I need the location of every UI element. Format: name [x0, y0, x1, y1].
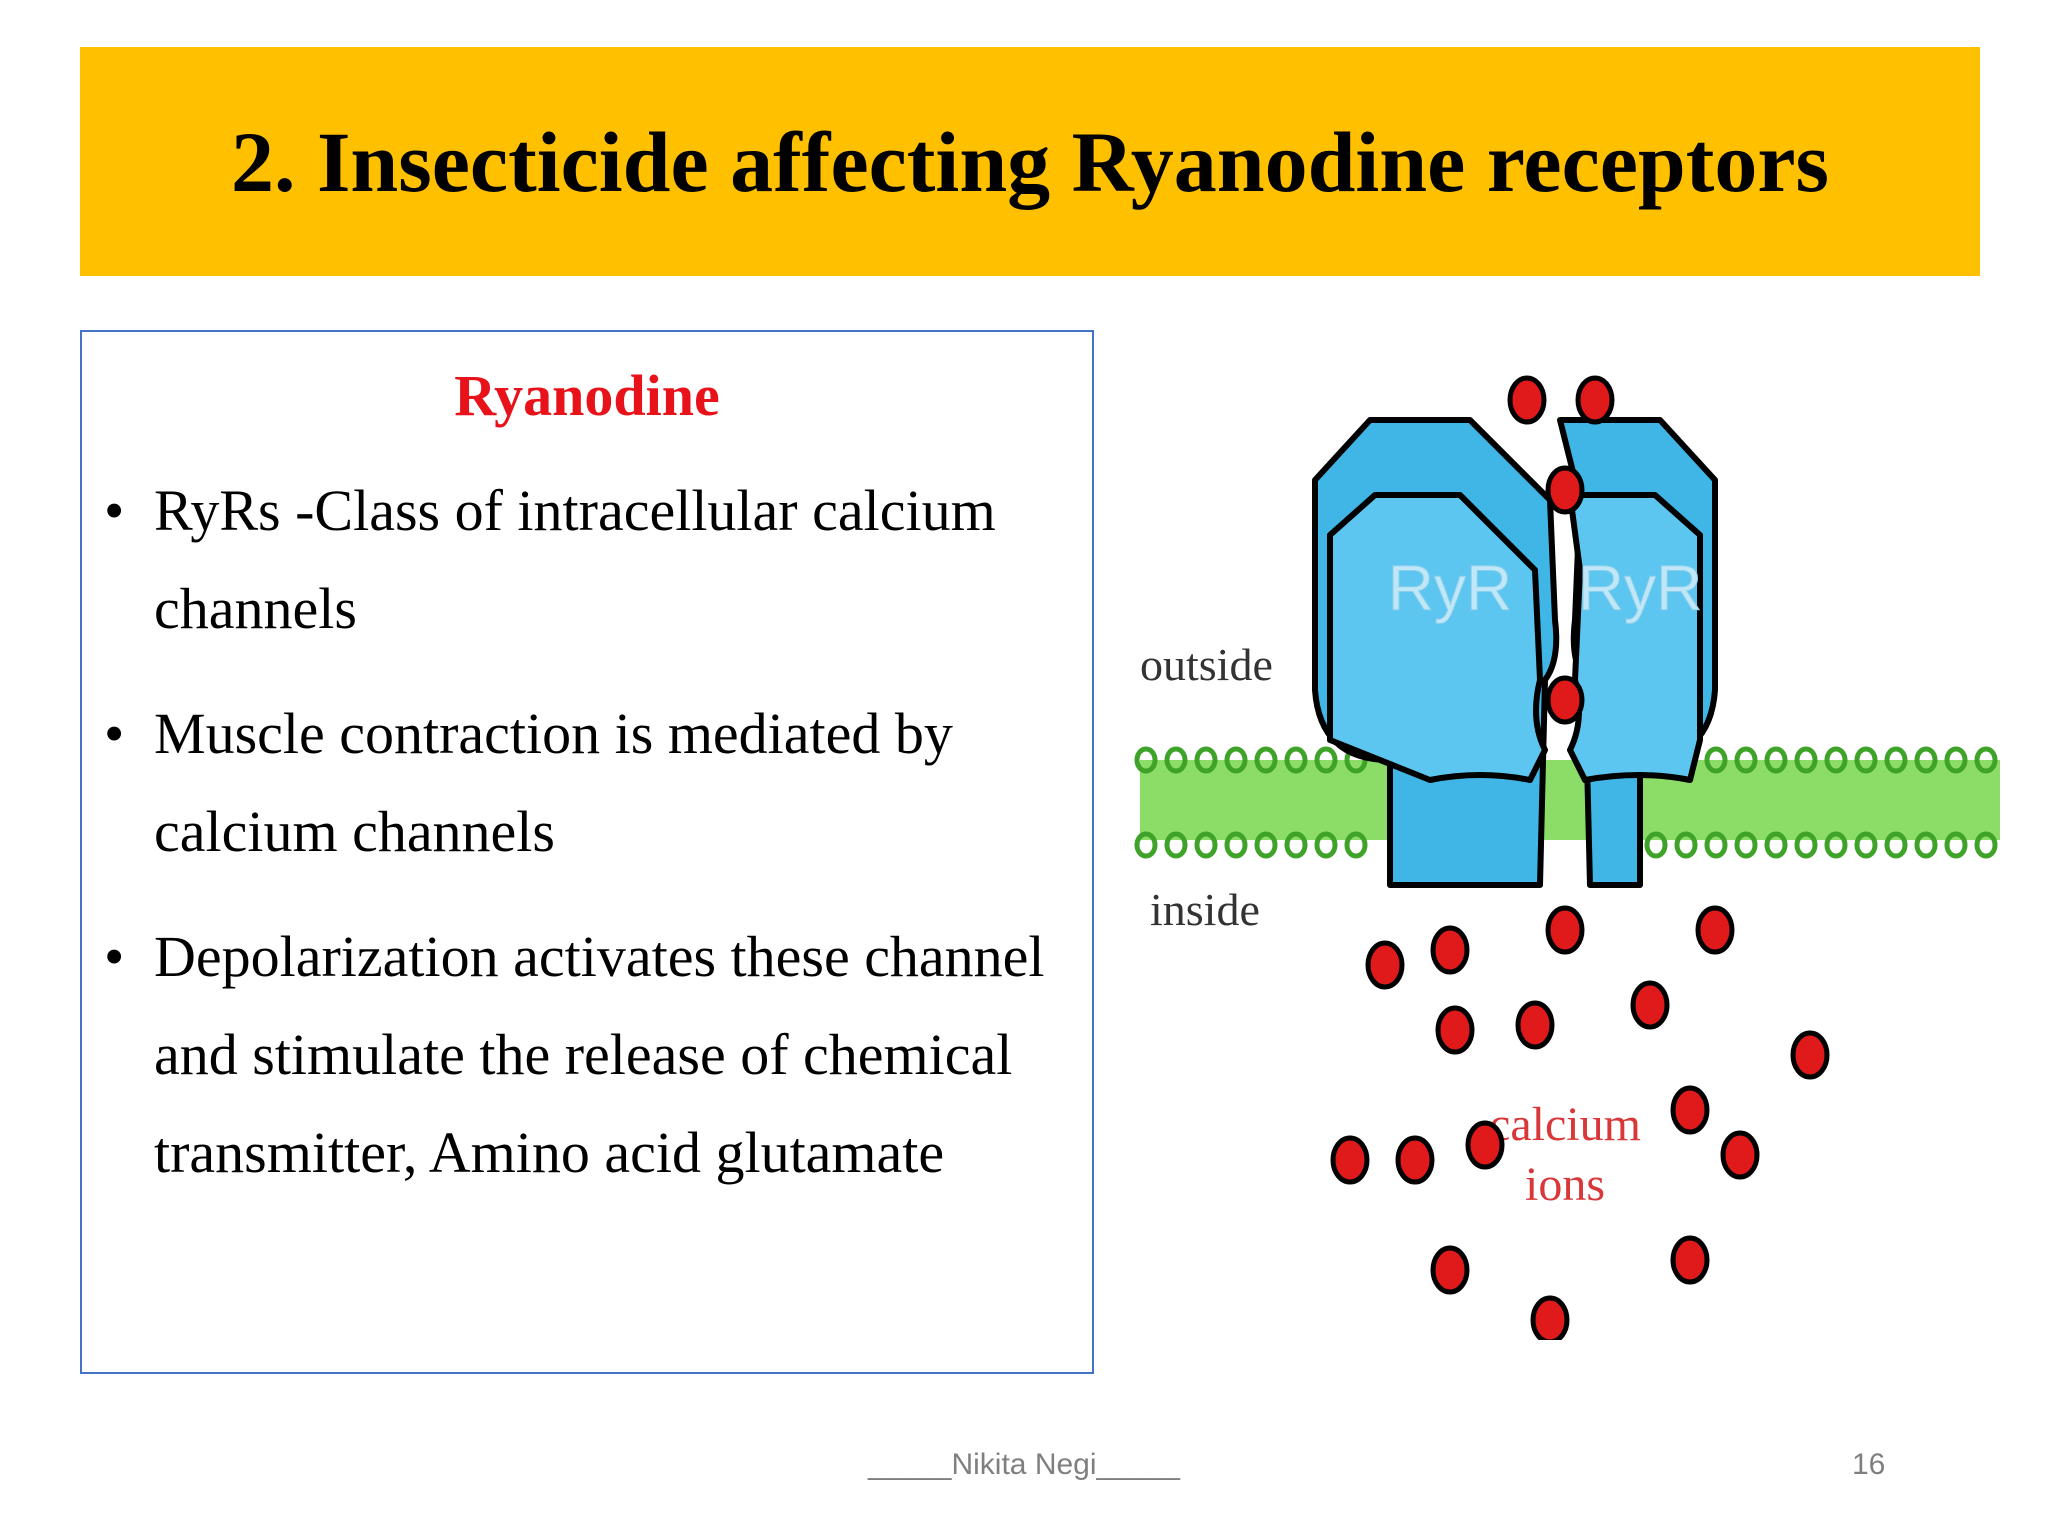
calcium-ions — [1330, 375, 1830, 1340]
receptor-label-right: RyR — [1578, 552, 1702, 624]
calcium-ion — [1430, 1245, 1470, 1295]
calcium-ion — [1330, 1135, 1370, 1185]
lipid-head — [1194, 831, 1218, 859]
calcium-ion — [1515, 1000, 1555, 1050]
bullet-item: • Depolarization activates these channel … — [82, 908, 1092, 1202]
lipid-head — [1224, 746, 1248, 774]
content-box: Ryanodine • RyRs -Class of intracellular … — [80, 330, 1094, 1374]
lipid-head — [1644, 831, 1668, 859]
lipid-head — [1884, 831, 1908, 859]
lipid-head — [1794, 831, 1818, 859]
lipid-head — [1134, 746, 1158, 774]
lipid-head — [1914, 831, 1938, 859]
bullet-dot-icon: • — [104, 478, 125, 543]
page-number: 16 — [1852, 1448, 1886, 1481]
outside-label: outside — [1140, 639, 1273, 690]
calcium-ion — [1395, 1135, 1435, 1185]
ions-label: ions — [1525, 1158, 1605, 1211]
bullet-item: • RyRs -Class of intracellular calcium ch… — [82, 462, 1092, 658]
ryanodine-receptor-diagram: RyR RyR outside inside calcium ions — [1134, 375, 2000, 1340]
lipid-head — [1704, 831, 1728, 859]
calcium-ion — [1630, 980, 1670, 1030]
lipid-bilayer — [1134, 746, 2000, 859]
lipid-head — [1194, 746, 1218, 774]
bullet-list: • RyRs -Class of intracellular calcium ch… — [82, 462, 1092, 1229]
lipid-head — [1974, 831, 1998, 859]
calcium-ion — [1435, 1005, 1475, 1055]
lipid-head — [1944, 831, 1968, 859]
calcium-ion — [1720, 1130, 1760, 1180]
slide-title: 2. Insecticide affecting Ryanodine recep… — [230, 113, 1830, 210]
bullet-text: RyRs -Class of intracellular calcium cha… — [154, 478, 996, 641]
calcium-ion — [1507, 375, 1547, 425]
calcium-ion — [1695, 905, 1735, 955]
bullet-item: • Muscle contraction is mediated by calci… — [82, 685, 1092, 881]
inside-label: inside — [1150, 884, 1260, 935]
calcium-ion — [1365, 940, 1405, 990]
bullet-text: Depolarization activates these channel a… — [154, 924, 1045, 1185]
lipid-head — [1854, 746, 1878, 774]
calcium-ion — [1545, 905, 1585, 955]
lipid-head — [1314, 746, 1338, 774]
lipid-head — [1674, 831, 1698, 859]
title-banner: 2. Insecticide affecting Ryanodine recep… — [80, 47, 1980, 276]
lipid-head — [1164, 831, 1188, 859]
lipid-head — [1974, 746, 1998, 774]
lipid-head — [1794, 746, 1818, 774]
lipid-head — [1824, 831, 1848, 859]
box-heading: Ryanodine — [454, 363, 720, 428]
bullet-text: Muscle contraction is mediated by calciu… — [154, 701, 953, 864]
lipid-head — [1254, 746, 1278, 774]
calcium-ion — [1530, 1295, 1570, 1340]
lipid-head — [1764, 746, 1788, 774]
lipid-head — [1254, 831, 1278, 859]
calcium-label: calcium — [1489, 1098, 1641, 1151]
calcium-ion — [1575, 375, 1615, 425]
bullet-dot-icon: • — [104, 701, 125, 766]
lipid-head — [1314, 831, 1338, 859]
lipid-head — [1734, 831, 1758, 859]
calcium-ion — [1670, 1085, 1710, 1135]
bullet-dot-icon: • — [104, 924, 125, 989]
lipid-head — [1134, 831, 1158, 859]
calcium-ion — [1465, 1120, 1505, 1170]
calcium-ion — [1545, 675, 1585, 725]
lipid-head — [1344, 831, 1368, 859]
lipid-head — [1764, 831, 1788, 859]
calcium-ion — [1790, 1030, 1830, 1080]
lipid-head — [1164, 746, 1188, 774]
lipid-head — [1284, 831, 1308, 859]
lipid-head — [1944, 746, 1968, 774]
lipid-head — [1884, 746, 1908, 774]
lipid-head — [1914, 746, 1938, 774]
lipid-head — [1704, 746, 1728, 774]
calcium-ion — [1545, 465, 1585, 515]
footer-author: _____Nikita Negi_____ — [868, 1448, 1180, 1481]
receptor-label-left: RyR — [1388, 552, 1512, 624]
lipid-head — [1854, 831, 1878, 859]
calcium-ion — [1430, 925, 1470, 975]
lipid-head — [1734, 746, 1758, 774]
ryr-receptor-right — [1557, 417, 1718, 888]
lipid-head — [1284, 746, 1308, 774]
lipid-head — [1824, 746, 1848, 774]
ryr-receptor-left — [1312, 417, 1560, 888]
lipid-head — [1224, 831, 1248, 859]
calcium-ion — [1670, 1235, 1710, 1285]
